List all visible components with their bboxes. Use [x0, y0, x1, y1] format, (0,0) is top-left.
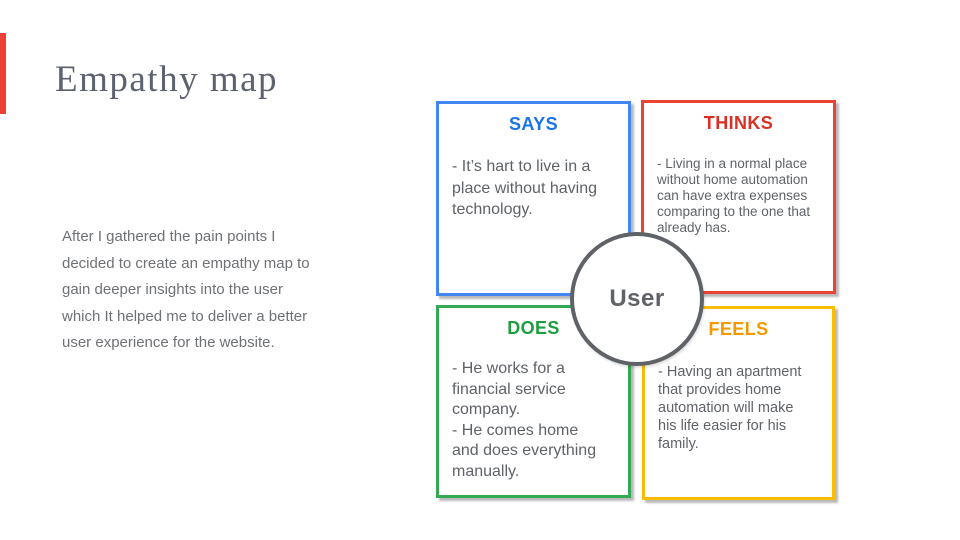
quadrant-thinks-heading: THINKS: [703, 113, 774, 133]
quadrant-feels-text: - Having an apartment that provides home…: [658, 364, 802, 452]
quadrant-says-text: - It’s hart to live in a place without h…: [452, 158, 597, 218]
quadrant-feels-heading: FEELS: [708, 319, 769, 339]
quadrant-thinks-text: - Living in a normal place without home …: [657, 156, 811, 235]
intro-paragraph: After I gathered the pain points I decid…: [62, 228, 310, 351]
user-circle: User: [570, 232, 704, 366]
quadrant-does-heading: DOES: [507, 318, 560, 338]
quadrant-does-text: - He works for a financial service compa…: [452, 360, 597, 480]
user-label: User: [609, 285, 665, 312]
quadrant-does: DOES - He works for a financial service …: [436, 305, 631, 498]
quadrant-thinks: THINKS - Living in a normal place withou…: [641, 100, 836, 294]
accent-bar: [0, 33, 6, 114]
page-title: Empathy map: [55, 59, 279, 100]
quadrant-says-heading: SAYS: [509, 114, 558, 134]
quadrant-says: SAYS - It’s hart to live in a place with…: [436, 101, 631, 296]
